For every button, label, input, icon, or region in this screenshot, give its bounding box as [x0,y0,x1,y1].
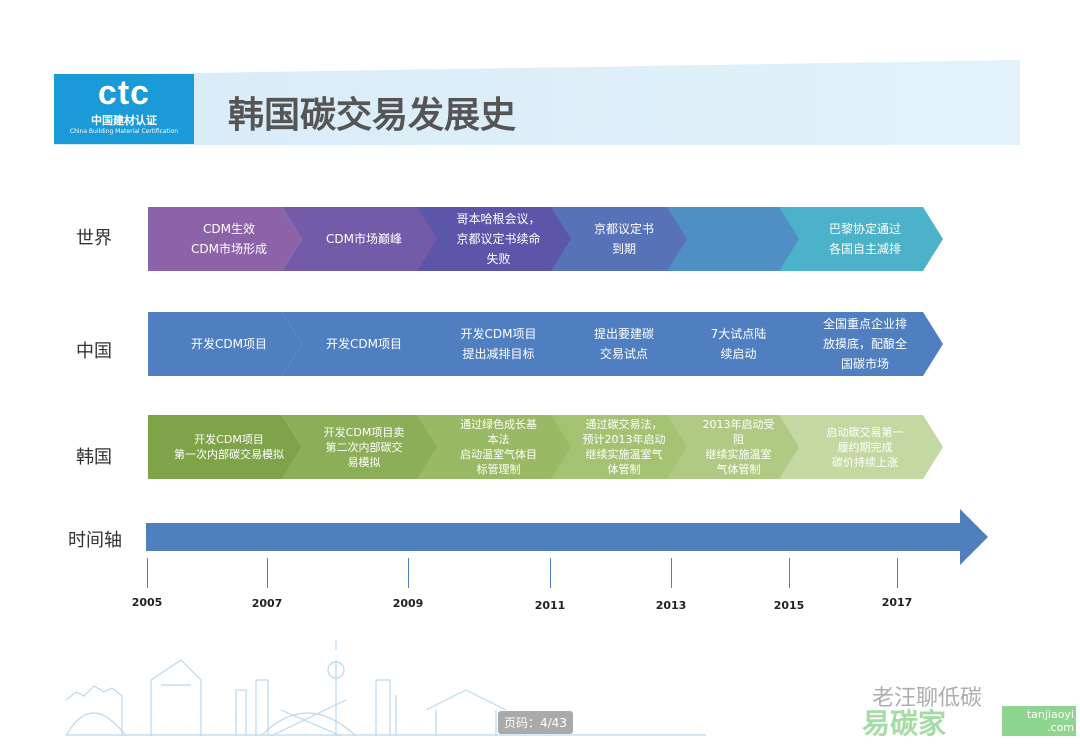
year-label: 2013 [655,599,687,612]
china-stage-3: 开发CDM项目 提出减排目标 [417,312,572,376]
timeline-tick [897,558,898,588]
year-label: 2007 [251,597,283,610]
china-stage-6: 全国重点企业排 放摸底，配酿全 国碳市场 [779,312,943,376]
korea-stage-6: 启动碳交易第一 履约期完成 碳价持续上涨 [779,415,943,479]
logo-mark: ctc [97,74,151,112]
city-skyline-illustration [66,640,706,736]
timeline-tick [267,558,268,588]
row-label-world: 世界 [76,228,112,249]
korea-stage-5: 2013年启动受 阻 继续实施温室 气体管制 [667,415,802,479]
china-stage-2: 开发CDM项目 [282,312,438,376]
world-stage-1: CDM生效 CDM市场形成 [148,207,302,271]
timeline-tick [550,558,551,588]
ctc-logo: ctc 中国建材认证 China Building Material Certi… [54,74,194,144]
year-label: 2017 [881,596,913,609]
year-label: 2009 [392,597,424,610]
watermark-text: 老汪聊低碳 [872,686,983,711]
timeline-tick [671,558,672,588]
world-stage-2: CDM市场巅峰 [282,207,438,271]
logo-name-en: China Building Material Certification [69,128,179,135]
timeline-tick [408,558,409,588]
china-stage-1: 开发CDM项目 [148,312,302,376]
korea-stage-3: 通过绿色成长基 本法 启动温室气体目 标管理制 [417,415,572,479]
year-label: 2015 [773,599,805,612]
watermark-site: 易碳家 [862,707,947,740]
row-label-korea: 韩国 [76,447,112,468]
world-stage-6: 巴黎协定通过 各国自主减排 [779,207,943,271]
world-stage-3: 哥本哈根会议， 京都议定书续命 失败 [417,207,572,271]
page-indicator: 页码：4/43 [498,711,573,734]
timeline-arrow-head [960,509,988,565]
china-stage-5: 7大试点陆 续启动 [667,312,802,376]
header-banner [54,60,1020,145]
watermark: 老汪聊低碳 易碳家 tanjiaoyi .com [862,680,1076,740]
year-label: 2011 [534,599,566,612]
timeline-tick [147,558,148,588]
timeline-label: 时间轴 [68,530,122,551]
korea-stage-2: 开发CDM项目卖 第二次内部碳交 易模拟 [282,415,438,479]
korea-stage-1: 开发CDM项目 第一次内部碳交易模拟 [148,415,302,479]
timeline-tick [789,558,790,588]
timeline-arrow-bar [146,523,962,551]
row-label-china: 中国 [76,341,112,362]
logo-name-cn: 中国建材认证 [91,114,157,127]
china-stage-4: 提出要建碳 交易试点 [551,312,689,376]
world-stage-5 [667,207,802,271]
world-stage-4: 京都议定书 到期 [551,207,689,271]
page-title: 韩国碳交易发展史 [228,95,517,136]
year-label: 2005 [131,596,163,609]
watermark-url: tanjiaoyi .com [1002,706,1076,736]
korea-stage-4: 通过碳交易法， 预计2013年启动 继续实施温室气 体管制 [551,415,689,479]
